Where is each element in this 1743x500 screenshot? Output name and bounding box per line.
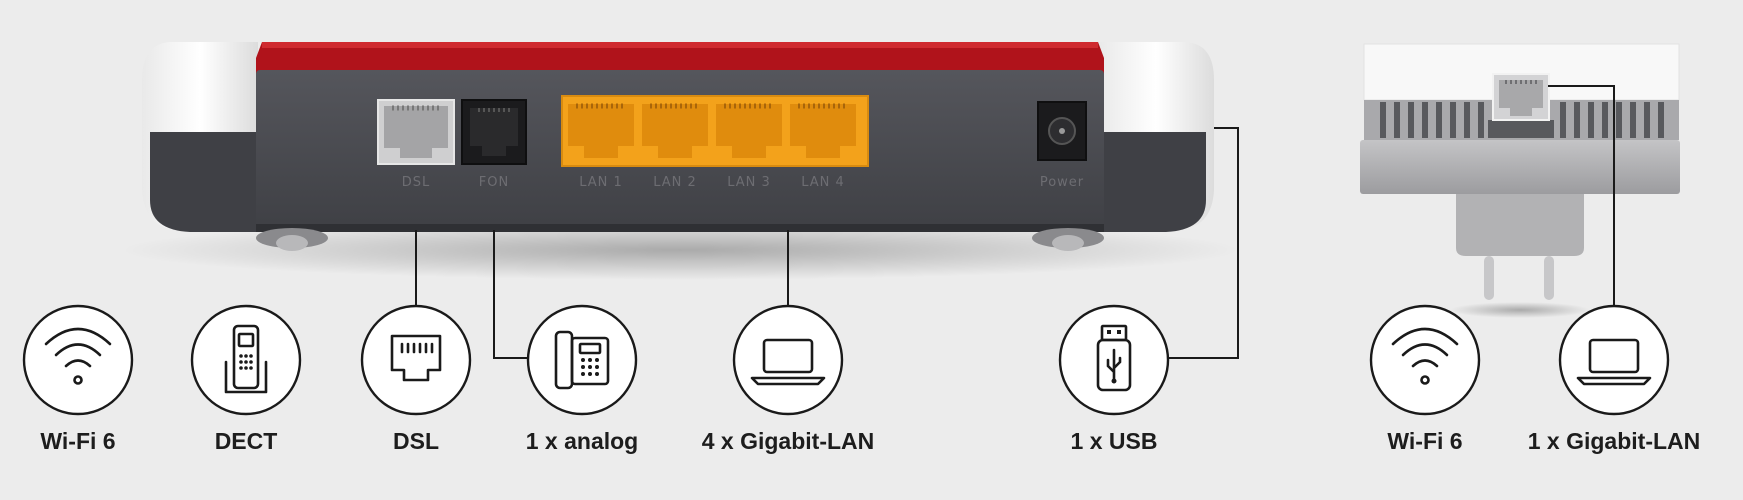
repeater-vent-block <box>1488 120 1554 138</box>
feature-wifi <box>22 304 134 416</box>
port-label-dsl: DSL <box>402 175 431 190</box>
laptop-icon <box>750 338 826 386</box>
caption-gigabit-lan: 4 x Gigabit-LAN <box>701 428 875 454</box>
feature-dect <box>190 304 302 416</box>
repeater-lan-socket <box>1499 80 1543 116</box>
feature-gigabit-lan <box>732 304 844 416</box>
repeater-vents <box>1380 102 1664 138</box>
lan-port-3 <box>716 103 782 158</box>
port-label-lan4: LAN 4 <box>801 175 845 190</box>
feature-dsl <box>360 304 472 416</box>
usb-stick-icon <box>1096 324 1132 392</box>
port-label-lan3: LAN 3 <box>727 175 771 190</box>
router-shadow <box>120 220 1240 280</box>
caption-dect: DECT <box>214 428 278 454</box>
wifi-icon <box>1391 327 1459 385</box>
router-foot-left-pad <box>276 235 308 251</box>
lan-ports <box>561 95 869 167</box>
connector-lines <box>415 85 1615 359</box>
feature-repeater-gigabit-lan <box>1558 304 1670 416</box>
dect-phone-icon <box>224 324 268 394</box>
router-foot-right-pad <box>1052 235 1084 251</box>
port-label-lan2: LAN 2 <box>653 175 697 190</box>
caption-analog: 1 x analog <box>525 428 639 454</box>
lan-port-1 <box>568 103 634 158</box>
repeater-shadow <box>1450 302 1590 318</box>
repeater-pin-left <box>1484 256 1494 300</box>
connector-analog <box>493 230 528 359</box>
caption-repeater-wifi: Wi-Fi 6 <box>1387 428 1463 454</box>
repeater <box>1360 43 1680 318</box>
caption-repeater-gigabit-lan: 1 x Gigabit-LAN <box>1527 428 1701 454</box>
dsl-port-icon <box>390 334 442 382</box>
caption-wifi: Wi-Fi 6 <box>40 428 116 454</box>
router-left-side-dark <box>150 132 258 232</box>
fon-port <box>461 99 527 165</box>
feature-repeater-wifi <box>1369 304 1481 416</box>
repeater-lower-housing <box>1360 140 1680 194</box>
connector-repeater-lan <box>1548 85 1615 306</box>
port-label-power: Power <box>1040 175 1084 190</box>
feature-analog <box>526 304 638 416</box>
router-red-highlight <box>262 42 1098 48</box>
router-right-side-dark <box>1098 132 1206 232</box>
feature-usb <box>1058 304 1170 416</box>
lan-port-4 <box>790 103 856 158</box>
router: DSL FON LAN 1 LAN 2 LAN 3 LAN 4 Power <box>120 42 1240 280</box>
analog-phone-icon <box>554 330 610 390</box>
wifi-icon <box>44 327 112 385</box>
dsl-port <box>377 99 455 165</box>
caption-dsl: DSL <box>393 428 439 454</box>
laptop-icon <box>1576 338 1652 386</box>
connector-usb <box>1168 127 1239 359</box>
router-bottom-edge <box>256 224 1104 232</box>
router-red-top <box>256 42 1104 76</box>
caption-usb: 1 x USB <box>1070 428 1158 454</box>
power-port <box>1037 101 1087 161</box>
port-label-fon: FON <box>479 175 509 190</box>
repeater-plug <box>1456 194 1584 256</box>
port-label-lan1: LAN 1 <box>579 175 623 190</box>
lan-port-2 <box>642 103 708 158</box>
repeater-pin-right <box>1544 256 1554 300</box>
